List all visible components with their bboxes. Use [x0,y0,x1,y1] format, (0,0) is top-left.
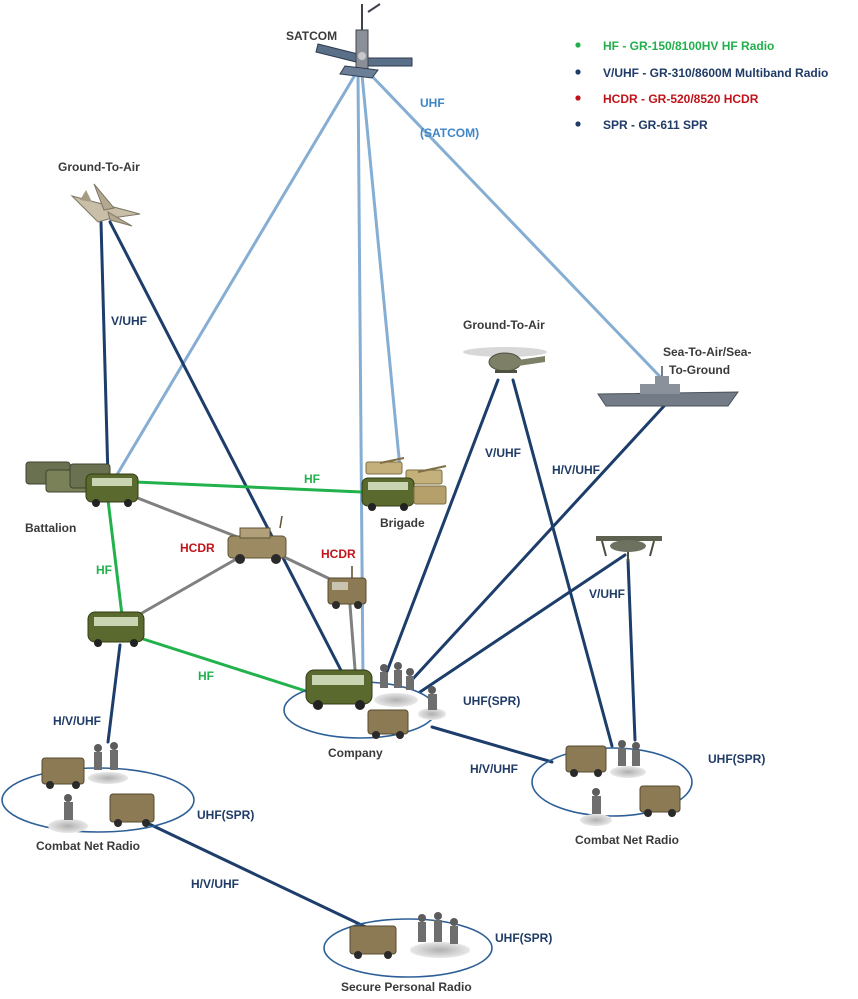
vuhf-links [99,220,667,932]
brigade-vehicles-icon [361,457,447,511]
uav-icon [596,536,662,562]
bottom-net-ellipse [323,918,493,978]
vuhf-heli-label: V/UHF [485,446,521,460]
combat-net-left-label: Combat Net Radio [36,839,140,853]
company-soldiers-icon [374,662,418,707]
humvee-to-truck-hcdr-link [280,554,334,582]
right-net-ellipse [531,747,693,817]
company-label: Company [328,746,383,760]
hcdr-left-label: HCDR [180,541,215,555]
legend-vuhf-bullet [575,69,581,75]
satcom-links [113,70,670,684]
uhfspr-left-label: UHF(SPR) [197,808,254,822]
uhf-satcom-label-line2: (SATCOM) [420,126,479,140]
lower-vehicle-to-company-hf-link [138,636,314,695]
legend: HF - GR-150/8100HV HF Radio V/UHF - GR-3… [575,39,828,132]
battalion-to-humvee-hcdr-link [133,495,242,540]
legend-hcdr-text: HCDR - GR-520/8520 HCDR [603,92,759,106]
battalion-vehicles-icon [25,461,139,507]
heli-to-company-link [381,378,500,684]
jet-icon [70,183,141,227]
legend-spr-text: SPR - GR-611 SPR [603,118,708,132]
uhf-satcom-label-line1: UHF [420,96,445,110]
company-soldiers-2-icon [418,686,446,720]
humvee-icon [227,515,287,564]
jet-to-battalion-link [99,220,110,480]
hvuhf-ship-label: H/V/UHF [552,463,600,477]
sea-label-line1: Sea-To-Air/Sea- [663,345,751,359]
links-layer [99,70,670,932]
satcom-to-brigade-link [360,73,402,470]
legend-spr-bullet [575,121,581,127]
secure-personal-radio-label: Secure Personal Radio [341,980,472,994]
jet-to-company-link [108,220,349,684]
ground-to-air-heli-label: Ground-To-Air [463,318,545,332]
uhfspr-right-label: UHF(SPR) [708,752,765,766]
uhfspr-bottom-label: UHF(SPR) [495,931,552,945]
hvuhf-left-net-label: H/V/UHF [53,714,101,728]
bottom-net-group-icon [349,912,470,959]
legend-hf-bullet [575,42,581,48]
battalion-to-brigade-hf-link [133,480,364,494]
hcdr-right-label: HCDR [321,547,356,561]
hvuhf-company-right-label: H/V/UHF [470,762,518,776]
satcom-to-ship-link [366,70,670,387]
company-to-right-net-link [430,725,554,764]
battalion-to-lower-vehicle-hf-link [106,498,124,617]
net-ellipses [1,681,693,978]
uav-to-company-link [418,553,627,694]
left-net-to-bottom-net-link [143,820,374,932]
ground-to-air-jet-label: Ground-To-Air [58,160,140,174]
legend-hcdr-bullet [575,95,581,101]
satcom-label: SATCOM [286,29,337,43]
hvuhf-bottom-label: H/V/UHF [191,877,239,891]
satellite-icon [315,3,413,79]
truck-icon [327,566,367,609]
node-labels: SATCOM Ground-To-Air Ground-To-Air Sea-T… [25,29,751,994]
link-labels: UHF (SATCOM) V/UHF V/UHF H/V/UHF V/UHF H… [53,96,765,945]
right-net-group-icon [565,740,681,826]
legend-hf-text: HF - GR-150/8100HV HF Radio [603,39,774,53]
hf-battalion-brigade-label: HF [304,472,320,486]
vuhf-uav-label: V/UHF [589,587,625,601]
vuhf-jet-label: V/UHF [111,314,147,328]
lower-vehicle-to-left-net-link [106,643,122,744]
command-vehicle-icon [87,611,145,647]
company-group-icon [305,662,446,739]
hf-battalion-down-label: HF [96,563,112,577]
legend-vuhf-text: V/UHF - GR-310/8600M Multiband Radio [603,66,828,80]
hf-links [106,480,364,695]
battalion-label: Battalion [25,521,76,535]
ship-to-company-link [408,403,667,684]
helicopter-icon [463,347,547,373]
sea-label-line2: To-Ground [669,363,730,377]
combat-net-right-label: Combat Net Radio [575,833,679,847]
hcdr-links [133,495,358,684]
satcom-to-battalion-link [113,73,357,480]
uhfspr-company-label: UHF(SPR) [463,694,520,708]
hf-to-company-label: HF [198,669,214,683]
warship-icon [597,366,739,407]
left-net-group-icon [41,742,155,833]
humvee-to-lower-vehicle-hcdr-link [133,556,240,619]
truck-to-company-hcdr-link [348,603,358,684]
heli-to-right-net-link [511,378,614,748]
brigade-label: Brigade [380,516,425,530]
uav-to-right-net-link [626,558,637,742]
